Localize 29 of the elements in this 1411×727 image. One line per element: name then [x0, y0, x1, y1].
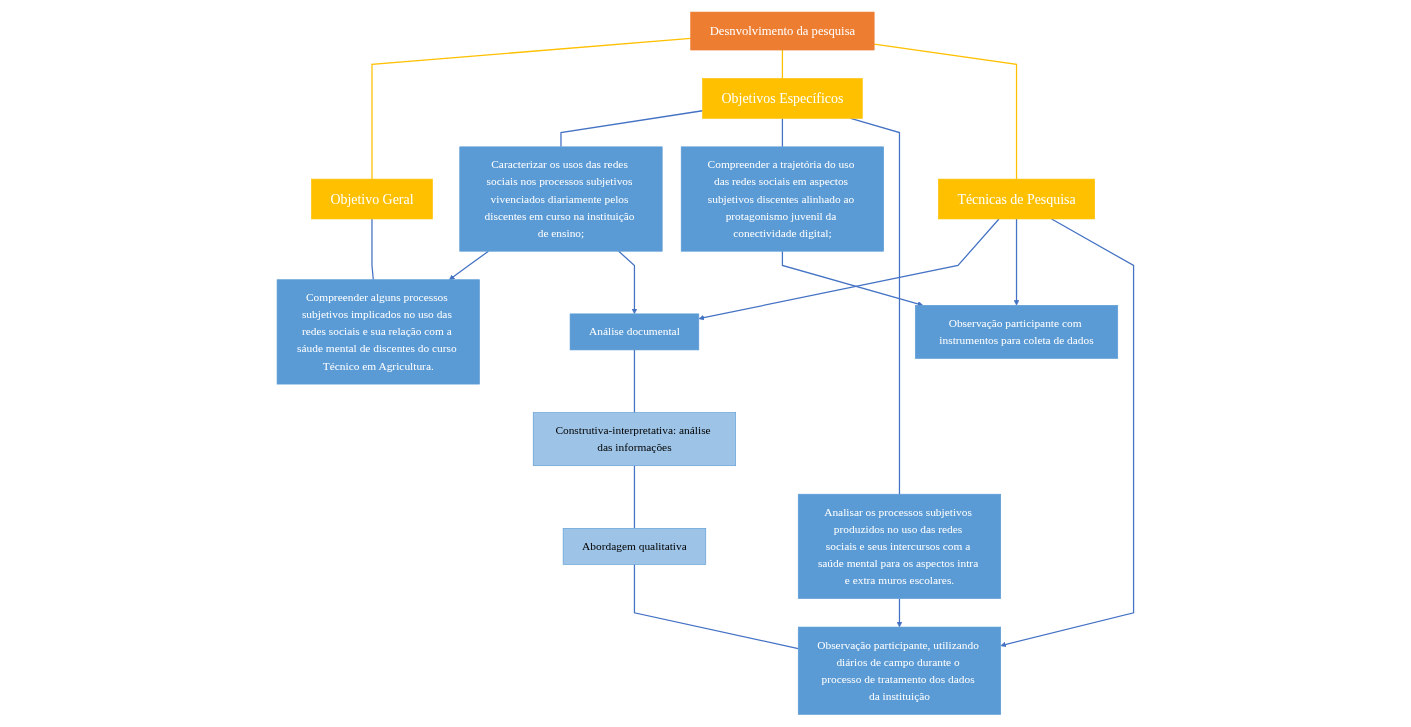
node-box: Analisar os processos subjetivos produzidos no uso das redes sociais e seus intercursos com a saúde mental para os aspectos intra e extra muros escolares.: [798, 494, 1002, 600]
connector: [873, 43, 1018, 180]
arrow: [449, 250, 490, 281]
node-box: Abordagem qualitativa: [563, 528, 707, 565]
connector: [560, 110, 704, 148]
connector: [371, 38, 692, 180]
node-box: Objetivos Específicos: [702, 78, 863, 119]
node-box: Análise documental: [569, 313, 700, 351]
connector: [634, 564, 800, 650]
connector: [634, 349, 636, 414]
arrow: [781, 250, 924, 307]
node-box: Construtiva-interpretativa: análise das informações: [533, 412, 737, 467]
arrow: [896, 598, 903, 628]
arrow: [1013, 218, 1020, 306]
arrow: [618, 250, 638, 315]
connector: [634, 465, 636, 530]
node-box: Observação participante, utilizando diários de campo durante o processo de tratamento dos dados da instituição: [798, 627, 1002, 715]
node-box: Compreender a trajetória do uso das redes sociais em aspectos subjetivos discentes alinhado ao protagonismo juvenil da conectividade digital;: [681, 146, 885, 252]
arrow: [1000, 218, 1135, 648]
connector: [371, 218, 375, 281]
arrow: [698, 218, 1000, 321]
node-box: Compreender alguns processos subjetivos implicados no uso das redes sociais e sua relação com a sáude mental de discentes do curso Técnico em Agricultura.: [276, 279, 481, 385]
connector: [781, 49, 784, 80]
node-box: Observação participante com instrumentos para coleta de dados: [915, 305, 1119, 360]
node-box: Técnicas de Pesquisa: [938, 179, 1096, 220]
node-box: Objetivo Geral: [311, 179, 433, 220]
node-box: Desnvolvimento da pesquisa: [690, 12, 875, 51]
connector: [781, 118, 784, 148]
node-box: Caracterizar os usos das redes sociais nos processos subjetivos vivenciados diariamente pelos discentes em curso na instituição de ensino;: [459, 146, 663, 252]
